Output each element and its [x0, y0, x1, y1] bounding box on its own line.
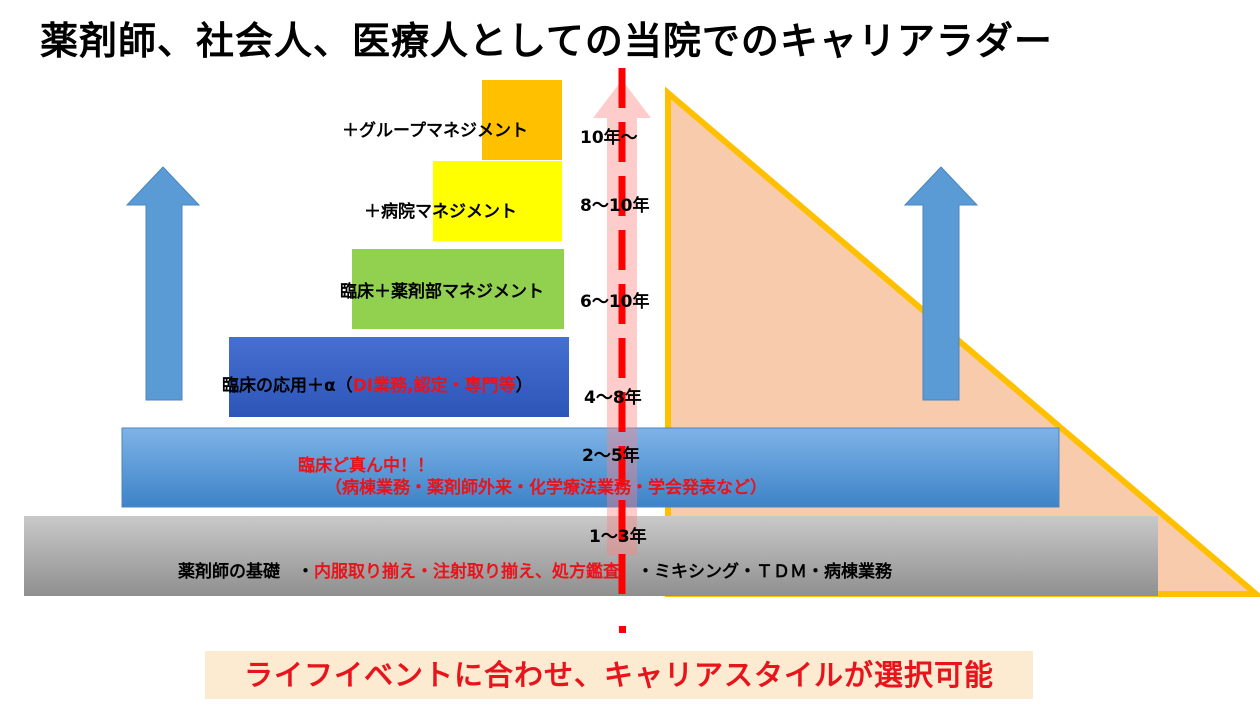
level-1-box	[24, 516, 1158, 596]
right-up-arrow	[903, 166, 979, 401]
level-1-label-highlight: 内服取り揃え・注射取り揃え、処方鑑査	[314, 562, 620, 582]
level-6-label: ＋グループマネジメント	[342, 121, 528, 141]
level-1-label: 薬剤師の基礎 ・内服取り揃え・注射取り揃え、処方鑑査 ・ミキシング・ＴＤＭ・病棟…	[178, 557, 892, 582]
level-4-years: 6～10年	[580, 292, 650, 312]
level-3-box	[229, 337, 569, 417]
level-3-years: 4～8年	[584, 388, 642, 408]
level-1-years: 1～3年	[589, 527, 647, 547]
footer-banner: ライフイベントに合わせ、キャリアスタイルが選択可能	[205, 651, 1033, 699]
level-2-years: 2～5年	[582, 446, 640, 466]
level-5-box	[433, 161, 562, 241]
page-title: 薬剤師、社会人、医療人としての当院でのキャリアラダー	[40, 19, 1053, 63]
level-1-label-suffix: ・ミキシング・ＴＤＭ・病棟業務	[620, 562, 892, 582]
level-5-label: ＋病院マネジメント	[364, 202, 517, 222]
level-3-label-highlight: DI業務,認定・専門等	[352, 376, 516, 396]
level-2-label: 臨床ど真ん中！！	[298, 456, 434, 476]
level-4-label: 臨床＋薬剤部マネジメント	[340, 282, 544, 302]
level-1-label-prefix: 薬剤師の基礎 ・	[178, 562, 314, 582]
level-3-label-prefix: 臨床の応用＋α（	[222, 376, 353, 396]
level-4-box	[352, 249, 564, 329]
level-2-sublabel: （病棟業務・薬剤師外来・化学療法業務・学会発表など）	[325, 478, 767, 498]
level-3-label: 臨床の応用＋α（DI業務,認定・専門等）	[222, 371, 533, 396]
level-3-label-suffix: ）	[515, 376, 533, 396]
left-up-arrow	[125, 166, 201, 401]
level-6-box	[482, 80, 562, 160]
level-5-years: 8～10年	[580, 196, 650, 216]
red-dash-end	[619, 626, 626, 633]
level-6-years: 10年～	[580, 128, 638, 148]
level-2-box	[121, 427, 1060, 508]
